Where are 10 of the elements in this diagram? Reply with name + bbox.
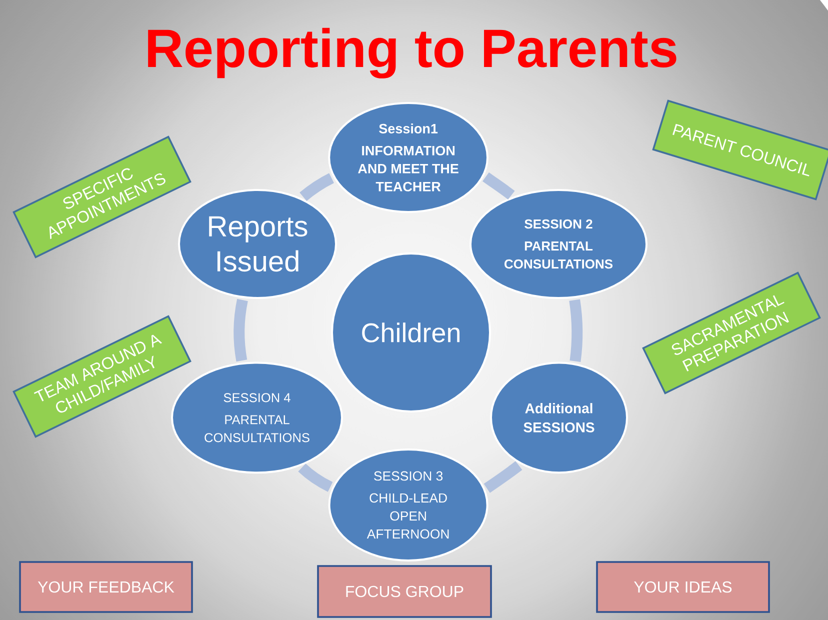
action-box: FOCUS GROUP: [317, 565, 492, 618]
cycle-arc: [482, 172, 515, 200]
cycle-arc: [298, 464, 333, 492]
cycle-arc: [569, 299, 583, 362]
action-box: YOUR IDEAS: [596, 561, 770, 613]
action-box: YOUR FEEDBACK: [19, 561, 193, 613]
cycle-arc: [300, 173, 334, 201]
cycle-arc: [484, 461, 522, 493]
title: Reporting to Parents: [148, 28, 676, 78]
cycle-arc: [234, 298, 248, 362]
